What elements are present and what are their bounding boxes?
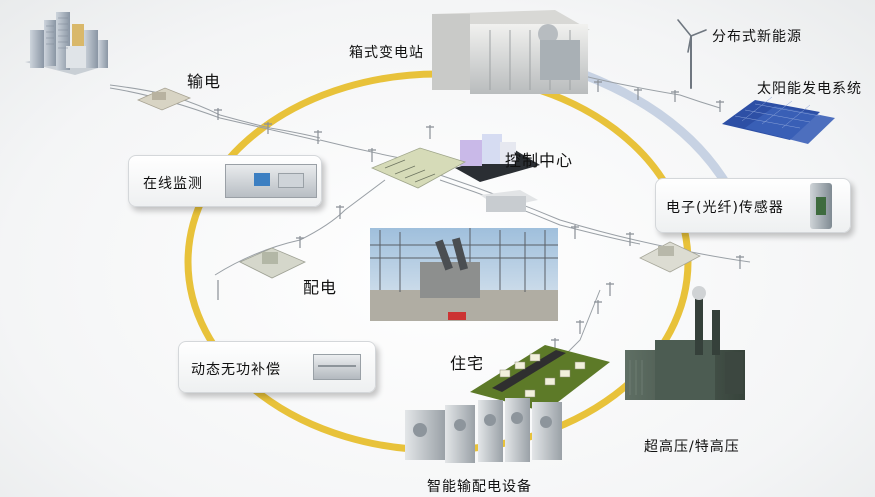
uhv-transformer-icon <box>625 286 745 400</box>
label-distribution: 配电 <box>303 278 338 297</box>
sensor-device-icon <box>810 183 832 229</box>
dynamic-compensation-label: 动态无功补偿 <box>191 362 281 378</box>
label-box-substation: 箱式变电站 <box>349 45 424 61</box>
compensation-device-icon <box>313 354 361 380</box>
smart-equipment-icon <box>405 398 562 463</box>
online-monitoring-card: 在线监测 <box>128 155 322 207</box>
label-residential: 住宅 <box>450 354 485 373</box>
dynamic-compensation-card: 动态无功补偿 <box>178 341 376 393</box>
substation-photo <box>370 228 558 321</box>
online-monitoring-label: 在线监测 <box>143 176 203 192</box>
label-distributed-energy: 分布式新能源 <box>712 29 802 45</box>
right-substation-icon <box>639 241 701 273</box>
monitoring-device-icon <box>225 164 317 198</box>
switchgear-small-icon <box>480 190 538 212</box>
label-transmission: 输电 <box>187 72 222 91</box>
central-substation-icon <box>370 147 467 189</box>
label-solar-system: 太阳能发电系统 <box>757 81 862 97</box>
control-center-icon <box>455 134 540 182</box>
electronic-sensor-card: 电子(光纤)传感器 <box>655 178 851 233</box>
electronic-sensor-label: 电子(光纤)传感器 <box>666 200 784 216</box>
label-control-center: 控制中心 <box>505 151 574 170</box>
solar-panel-icon <box>722 96 835 144</box>
wind-turbine-icon <box>677 19 707 89</box>
label-uhv: 超高压/特高压 <box>644 439 740 455</box>
residential-area-icon <box>470 345 610 412</box>
pylons <box>214 80 744 352</box>
box-substation-icon <box>432 10 590 94</box>
label-smart-equipment: 智能输配电设备 <box>427 479 532 495</box>
transmission-substation-icon <box>136 87 192 111</box>
city-buildings-icon <box>25 12 108 75</box>
distribution-substation-icon <box>239 247 306 279</box>
